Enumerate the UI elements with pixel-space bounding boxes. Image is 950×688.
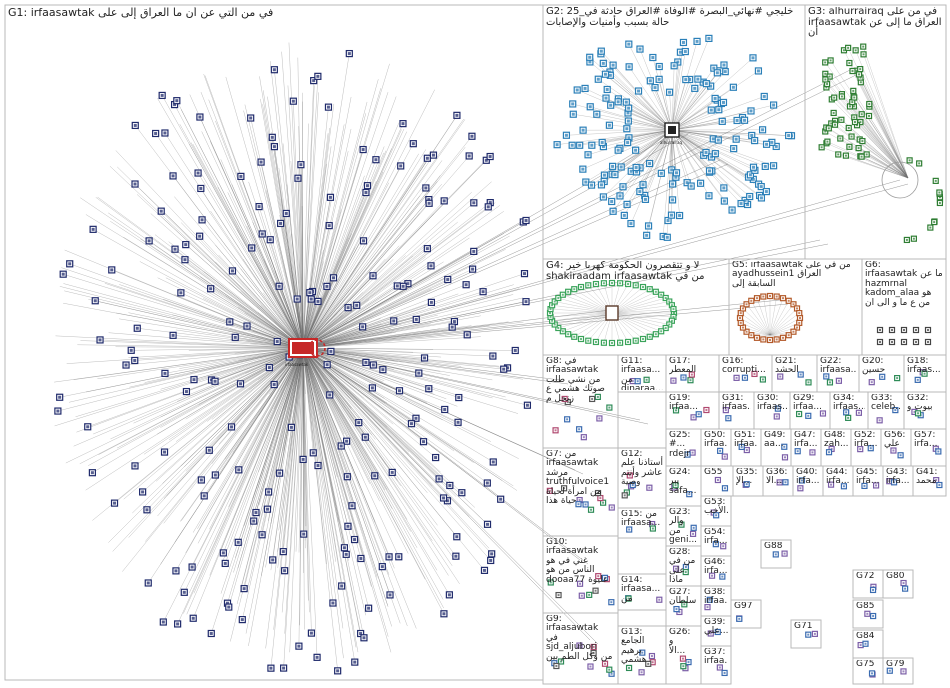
group-label-g38: G38: irfaa... [704,588,728,614]
group-label-g84: G84 [856,632,880,656]
group-label-g43: G43: irfa... [886,468,910,494]
group-label-g16: G16: corrupti... [722,357,769,390]
group-label-g11: G11: irfaasa... من dinaraa... شيء [621,357,663,390]
group-label-g31: G31: irfaas... [722,394,751,427]
group-label-g6: G6: irfaasawtak ما عن hazmrnal kadom_ala… [865,261,943,353]
group-label-g35: G35: الإ... [736,468,760,494]
group-label-g37: G37: irfaa... [704,648,728,682]
group-label-g32: G32: بيوت و [907,394,943,427]
group-label-g25: G25: #... rdejr [669,431,698,464]
group-label-g53: G53: الأخب... [704,498,728,524]
group-label-g26: G26: و الأ... [669,628,698,682]
group-label-g27: G27: سلطان [669,588,698,624]
group-label-g51: G51: irfaa... [734,431,758,464]
group-label-g71: G71 [794,622,818,646]
group-label-g40: G40: irfa... [796,468,820,494]
group-label-g12: G12: أستاذنا علم عاشر وأنتم وصية [621,450,663,506]
group-label-g36: G36: الا... [766,468,790,494]
group-label-g2: G2: 25_خليجي #نهائي_البصرة #الوفاة #العر… [546,7,802,257]
group-label-g79: G79 [886,660,910,682]
group-label-g4: G4: لا و تتقصرون الحكومة كهربا خير shaki… [546,261,726,353]
group-label-g19: G19: irfaa... [669,394,716,427]
group-label-g29: G29: irfaa... [793,394,827,427]
group-label-g50: G50: irfaa... [704,431,728,464]
group-label-g85: G85 [856,602,880,626]
group-label-g44: G44: irfa... [826,468,850,494]
group-label-g21: G21: الحشد [775,357,814,390]
group-label-g28: G28: من في على ماذا [669,548,698,584]
group-label-g33: G33: celeb... [871,394,901,427]
group-label-g54: G54: irfa... [704,528,728,554]
group-label-g45: G45: irfa... [856,468,880,494]
group-label-g80: G80 [886,572,910,596]
group-label-g20: G20: حسين [862,357,901,390]
group-label-g7: G7: من irfaasawtak مرشد truthfulvoice1 م… [546,450,615,534]
group-label-g41: G41: محمد [916,468,943,494]
group-label-g9: G9: irfaasawtak في sjd_aljubori من وكل ا… [546,615,615,682]
group-label-g15: G15: من irfaasa... [621,510,663,536]
group-label-g49: G49: aa... [764,431,788,464]
group-label-g23: G23: والر من geni... [669,508,698,544]
group-label-g30: G30: irfaas... [757,394,787,427]
group-label-g13: G13: الجامع برهيم هشمي [621,628,663,682]
group-label-g46: G46: irfa... [704,558,728,584]
group-label-g18: G18: irfaas... [907,357,943,390]
group-label-g97: G97 [734,602,758,626]
group-label-g57: G57: irfa... [914,431,943,464]
group-label-g24: G24: يبر safa... [669,468,698,504]
group-label-g55: G55 [704,468,730,494]
group-label-g48: G48: zah... [824,431,848,464]
group-label-g47: G47: irfa... [794,431,818,464]
group-label-g22: G22: irfaasa... [820,357,856,390]
group-label-g14: G14: irfaasa... من [621,576,663,608]
group-label-g34: G34: irfaas... [833,394,865,427]
group-label-g56: G56: علي [884,431,908,464]
group-label-g8: G8: في irfaasawtak من نشي طلب صوتك هشمي … [546,357,615,446]
group-label-g72: G72 [856,572,880,596]
group-label-g3: G3: alhurrairaq في من على irfaasawtak ال… [808,7,943,257]
group-label-g10: G10: irfaasawtak غني في هو الناس من هو d… [546,538,615,611]
group-label-g17: G17: المعطر [669,357,716,390]
group-label-g75: G75 [856,660,880,682]
group-label-g1: G1: irfaasawtak في من التي عن أن ما العر… [8,7,540,678]
group-label-g52: G52: irfa... [854,431,878,464]
group-label-g39: G39: علي... [704,618,728,644]
group-label-g5: G5: irfaasawtak من في على ayadhussein1 ا… [732,261,859,353]
group-label-g88: G88 [764,542,788,566]
